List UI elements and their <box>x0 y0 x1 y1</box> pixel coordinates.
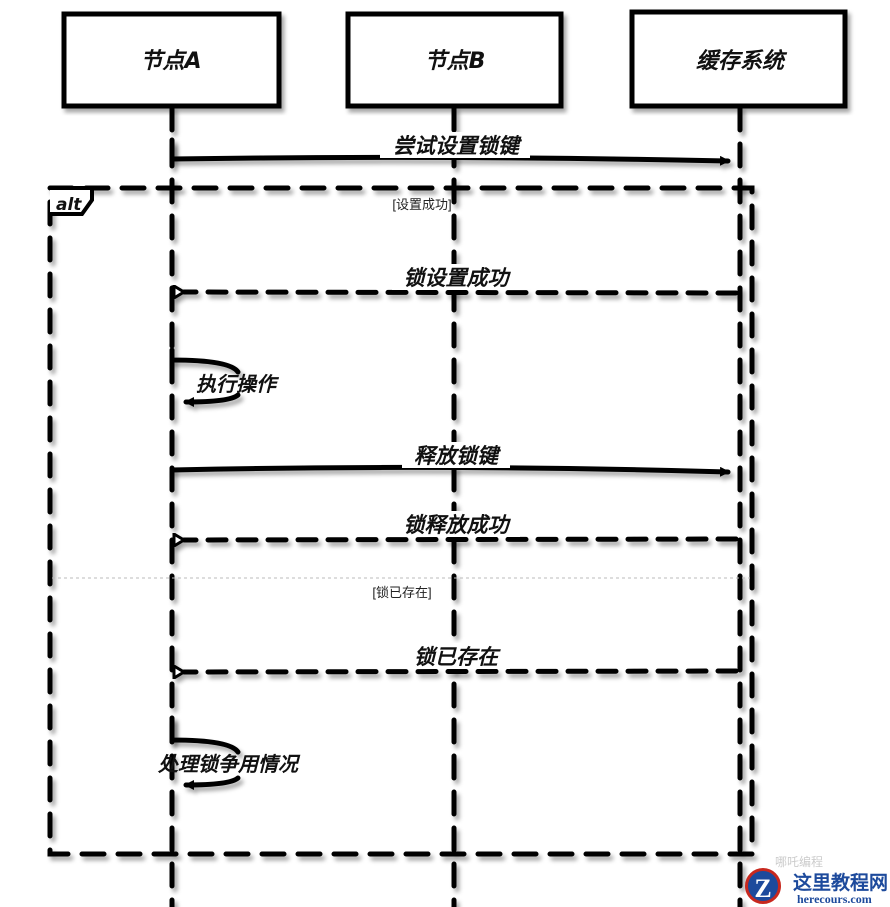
participant-label-b: 节点B <box>425 49 486 74</box>
guard-label-2: [锁已存在] <box>372 585 431 600</box>
message-label-3: 执行操作 <box>196 372 280 396</box>
message-arrow-5 <box>184 539 739 540</box>
message-arrow-3-return <box>183 392 241 407</box>
message-arrow-6 <box>184 671 739 672</box>
message-label-1: 尝试设置锁键 <box>393 134 523 158</box>
participant-label-c: 缓存系统 <box>696 48 788 74</box>
watermark-faint-text: 哪吒编程 <box>775 855 824 869</box>
message-label-5: 锁释放成功 <box>404 513 512 537</box>
participant-box-c <box>629 9 848 109</box>
watermark-site-name: 这里教程网 <box>793 872 889 894</box>
guard-label-1: [设置成功] <box>392 197 451 212</box>
participant-label-a: 节点A <box>140 49 201 74</box>
message-label-7: 处理锁争用情况 <box>157 752 301 776</box>
message-arrow-3 <box>169 347 241 375</box>
fragment-kind-label: alt <box>56 195 82 215</box>
watermark-logo-icon: Z <box>745 868 781 904</box>
message-label-6: 锁已存在 <box>414 645 501 669</box>
message-label-4: 释放锁键 <box>414 444 502 468</box>
message-label-2: 锁设置成功 <box>404 266 512 290</box>
alt-fragment-tab <box>50 186 94 216</box>
watermark-domain: herecours.com <box>797 892 872 906</box>
participant-box-a <box>61 11 282 109</box>
participant-box-b <box>345 11 564 109</box>
message-arrow-4 <box>169 464 731 477</box>
message-arrow-2 <box>184 292 739 293</box>
message-arrow-7-return <box>183 775 241 790</box>
watermark: Z 这里教程网 herecours.com <box>745 860 890 907</box>
message-arrow-7 <box>169 715 241 755</box>
